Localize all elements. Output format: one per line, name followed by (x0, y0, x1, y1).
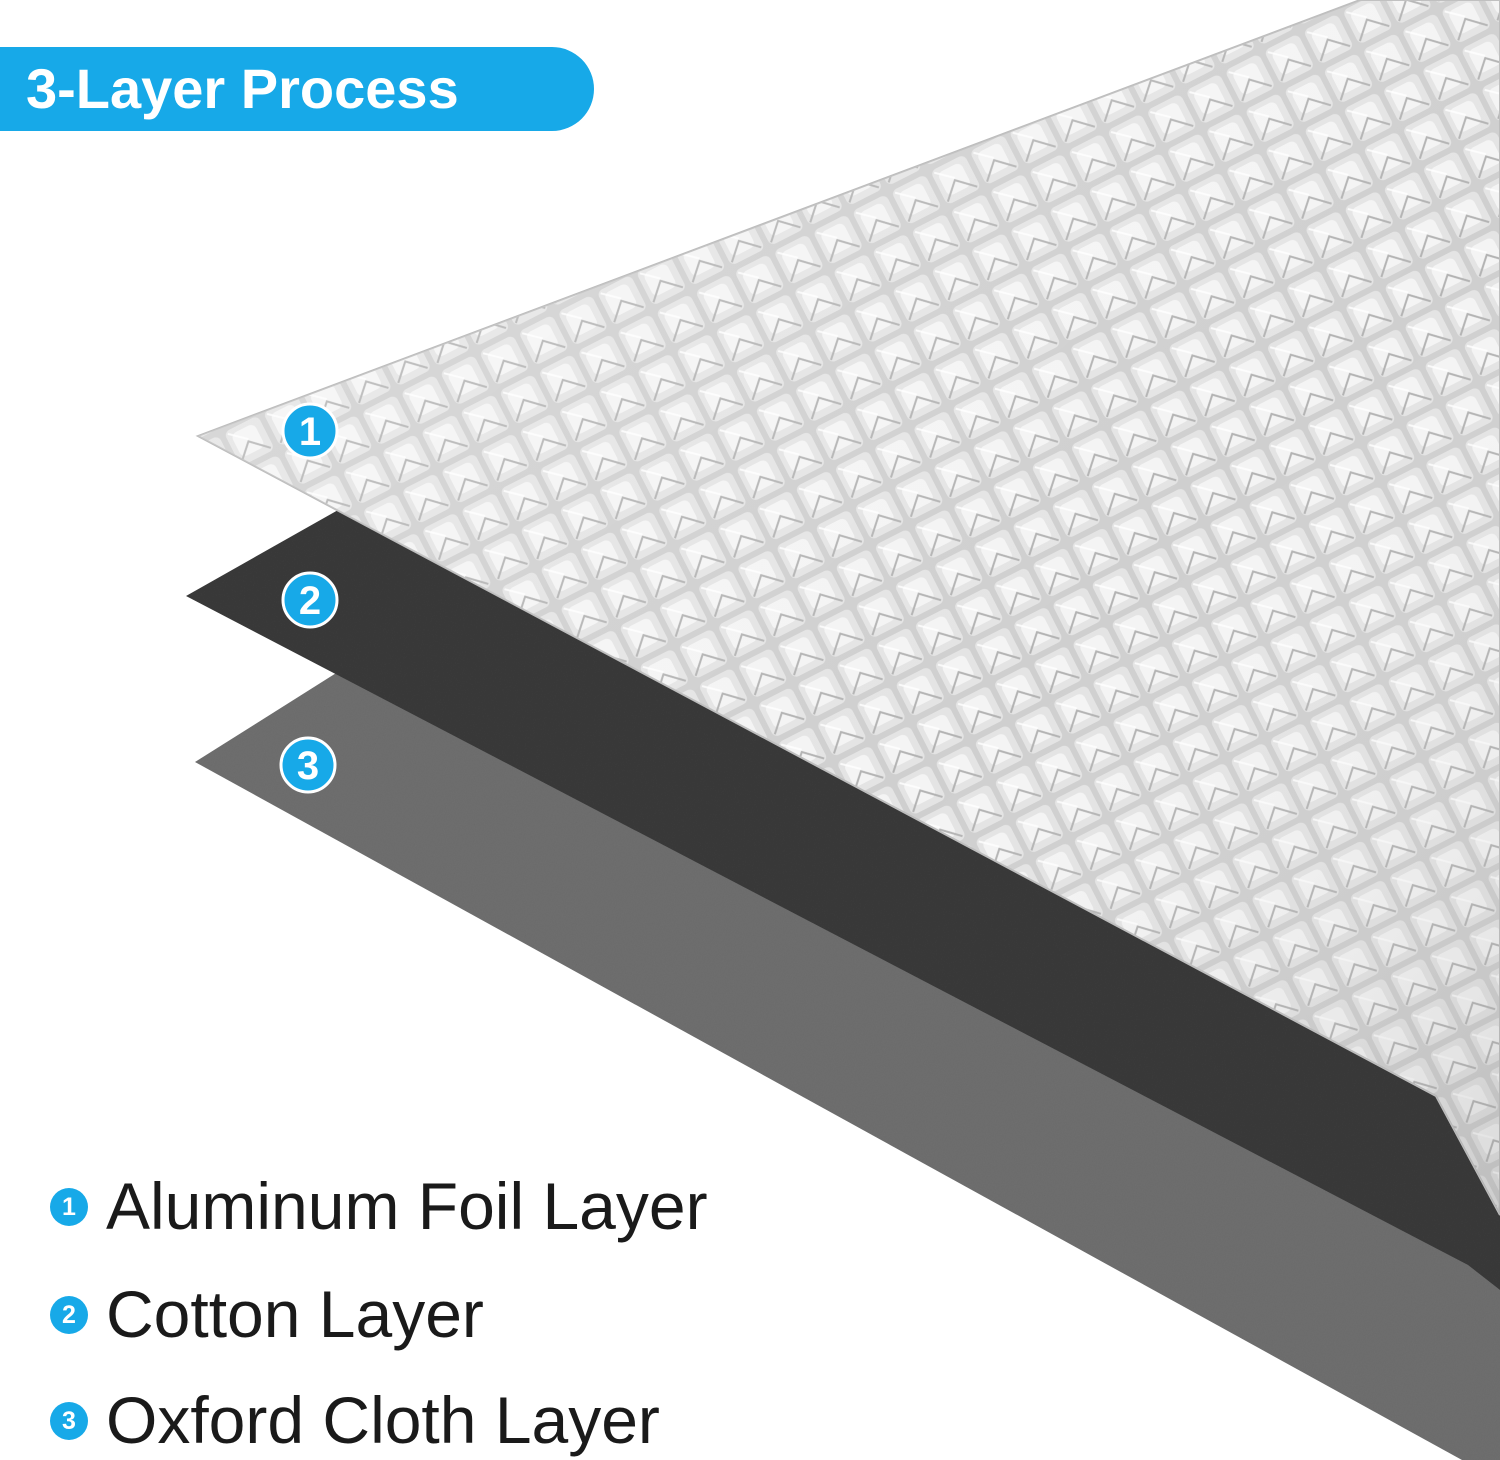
layer-badge-1: 1 (281, 402, 339, 460)
aluminum-foil-shading (198, 0, 1500, 1215)
layer-badge-2-number: 2 (299, 579, 321, 623)
legend-item-cotton: 2 Cotton Layer (48, 1258, 808, 1350)
legend-item-aluminum-foil: 1 Aluminum Foil Layer (48, 1150, 808, 1242)
legend-number-3: 3 (50, 1402, 88, 1440)
layer-badge-3: 3 (279, 736, 337, 794)
layer-badge-1-number: 1 (299, 410, 321, 454)
layer-badge-2: 2 (281, 571, 339, 629)
legend-number-2: 2 (50, 1296, 88, 1334)
legend-item-oxford-cloth: 3 Oxford Cloth Layer (48, 1364, 808, 1456)
page-title: 3-Layer Process (26, 57, 459, 120)
title-banner: 3-Layer Process (0, 47, 594, 131)
legend-label-1: Aluminum Foil Layer (106, 1169, 708, 1243)
layer-badge-3-number: 3 (297, 744, 319, 788)
legend-label-2: Cotton Layer (106, 1277, 484, 1351)
legend-number-1: 1 (50, 1188, 88, 1226)
legend-label-3: Oxford Cloth Layer (106, 1383, 660, 1457)
